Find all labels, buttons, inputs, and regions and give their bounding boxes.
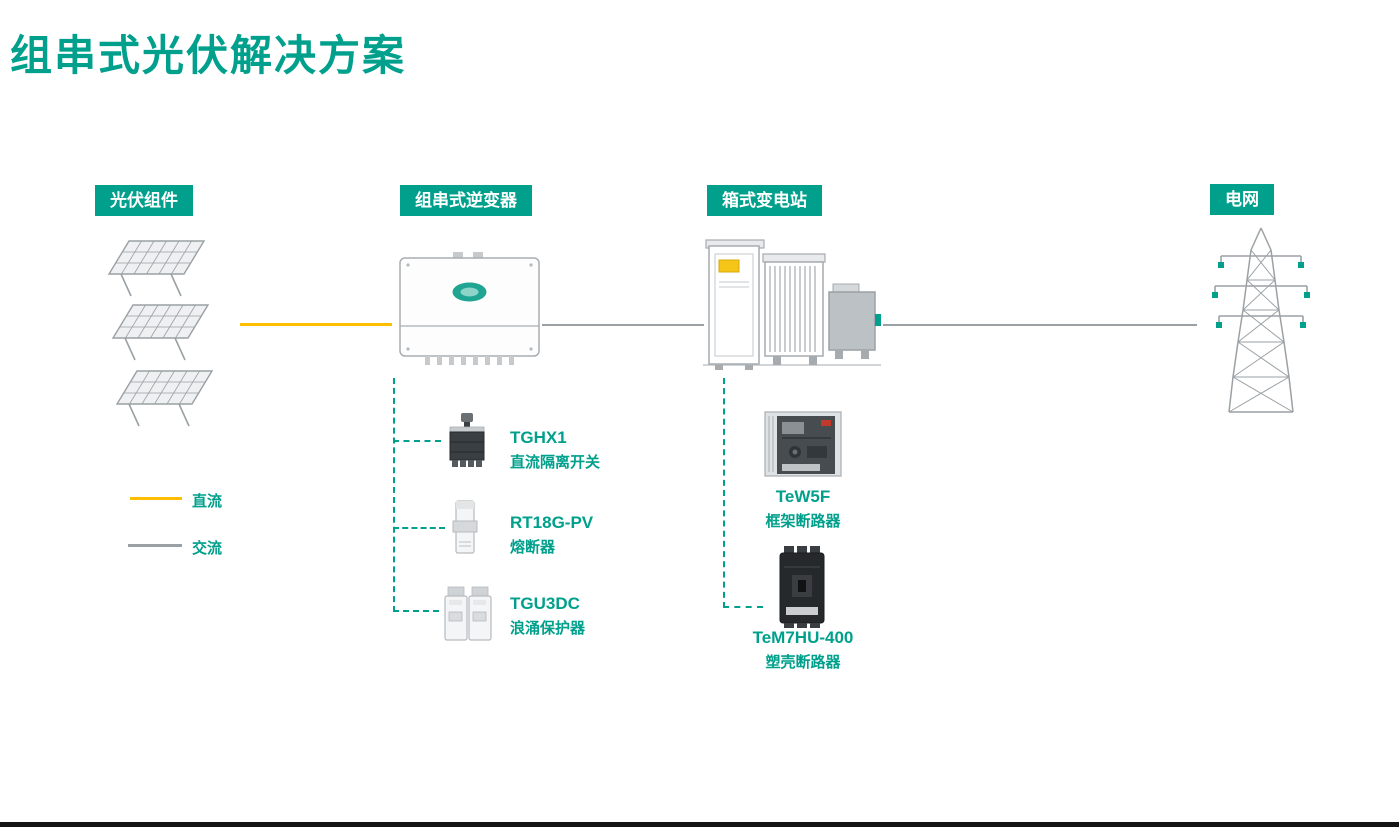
legend-ac-label: 交流 — [192, 540, 223, 557]
solar-panel-icon — [111, 304, 210, 361]
component-model: TeM7HU-400 — [752, 628, 854, 647]
tew5f-illustration — [764, 411, 842, 477]
component-name: 塑壳断路器 — [765, 654, 841, 671]
component-name: 熔断器 — [510, 539, 556, 556]
power-grid-tower-illustration — [1212, 227, 1310, 413]
footer-bar — [0, 822, 1399, 827]
badge-grid: 电网 — [1210, 184, 1274, 215]
rt18g-pv-illustration — [452, 500, 478, 554]
component-model: RT18G-PV — [510, 513, 594, 532]
tgu3dc-illustration — [444, 586, 492, 641]
page-title-wrap: 组串式光伏解决方案 — [10, 22, 406, 83]
page-title: 组串式光伏解决方案 — [10, 32, 407, 79]
ac-flow-line-2 — [883, 324, 1197, 326]
solar-panel-icon — [107, 240, 206, 297]
component-label-rt18g: RT18G-PV 熔断器 — [510, 513, 593, 557]
component-name: 直流隔离开关 — [510, 454, 601, 471]
inverter-callout-branch-3 — [393, 610, 439, 612]
component-model: TGHX1 — [510, 428, 567, 447]
legend-ac-line — [128, 544, 182, 547]
legend-dc-line — [130, 497, 182, 500]
legend-dc-label: 直流 — [192, 493, 223, 510]
inverter-callout-trunk — [393, 378, 395, 612]
component-model: TGU3DC — [510, 594, 580, 613]
component-label-tew5f: TeW5F 框架断路器 — [723, 487, 883, 531]
inverter-callout-branch-1 — [393, 440, 441, 442]
substation-callout-trunk — [723, 378, 725, 608]
component-label-tgu3dc: TGU3DC 浪涌保护器 — [510, 594, 585, 638]
component-name: 浪涌保护器 — [510, 620, 586, 637]
component-model: TeW5F — [775, 487, 831, 506]
tghx1-illustration — [449, 413, 485, 467]
ac-flow-line-1 — [542, 324, 704, 326]
badge-substation: 箱式变电站 — [707, 185, 822, 216]
component-label-tghx1: TGHX1 直流隔离开关 — [510, 428, 600, 472]
component-label-tem7hu: TeM7HU-400 塑壳断路器 — [722, 628, 884, 672]
substation-callout-branch — [723, 606, 763, 608]
dc-flow-line — [240, 323, 392, 326]
badge-pv-modules: 光伏组件 — [95, 185, 193, 216]
inverter-callout-branch-2 — [393, 527, 445, 529]
tem7hu-illustration — [779, 546, 825, 628]
component-name: 框架断路器 — [765, 513, 841, 530]
pv-array-illustration — [95, 232, 225, 442]
string-inverter-illustration — [399, 252, 540, 365]
badge-inverter: 组串式逆变器 — [400, 185, 532, 216]
box-substation-illustration — [703, 239, 881, 370]
solar-panel-icon — [115, 370, 214, 427]
